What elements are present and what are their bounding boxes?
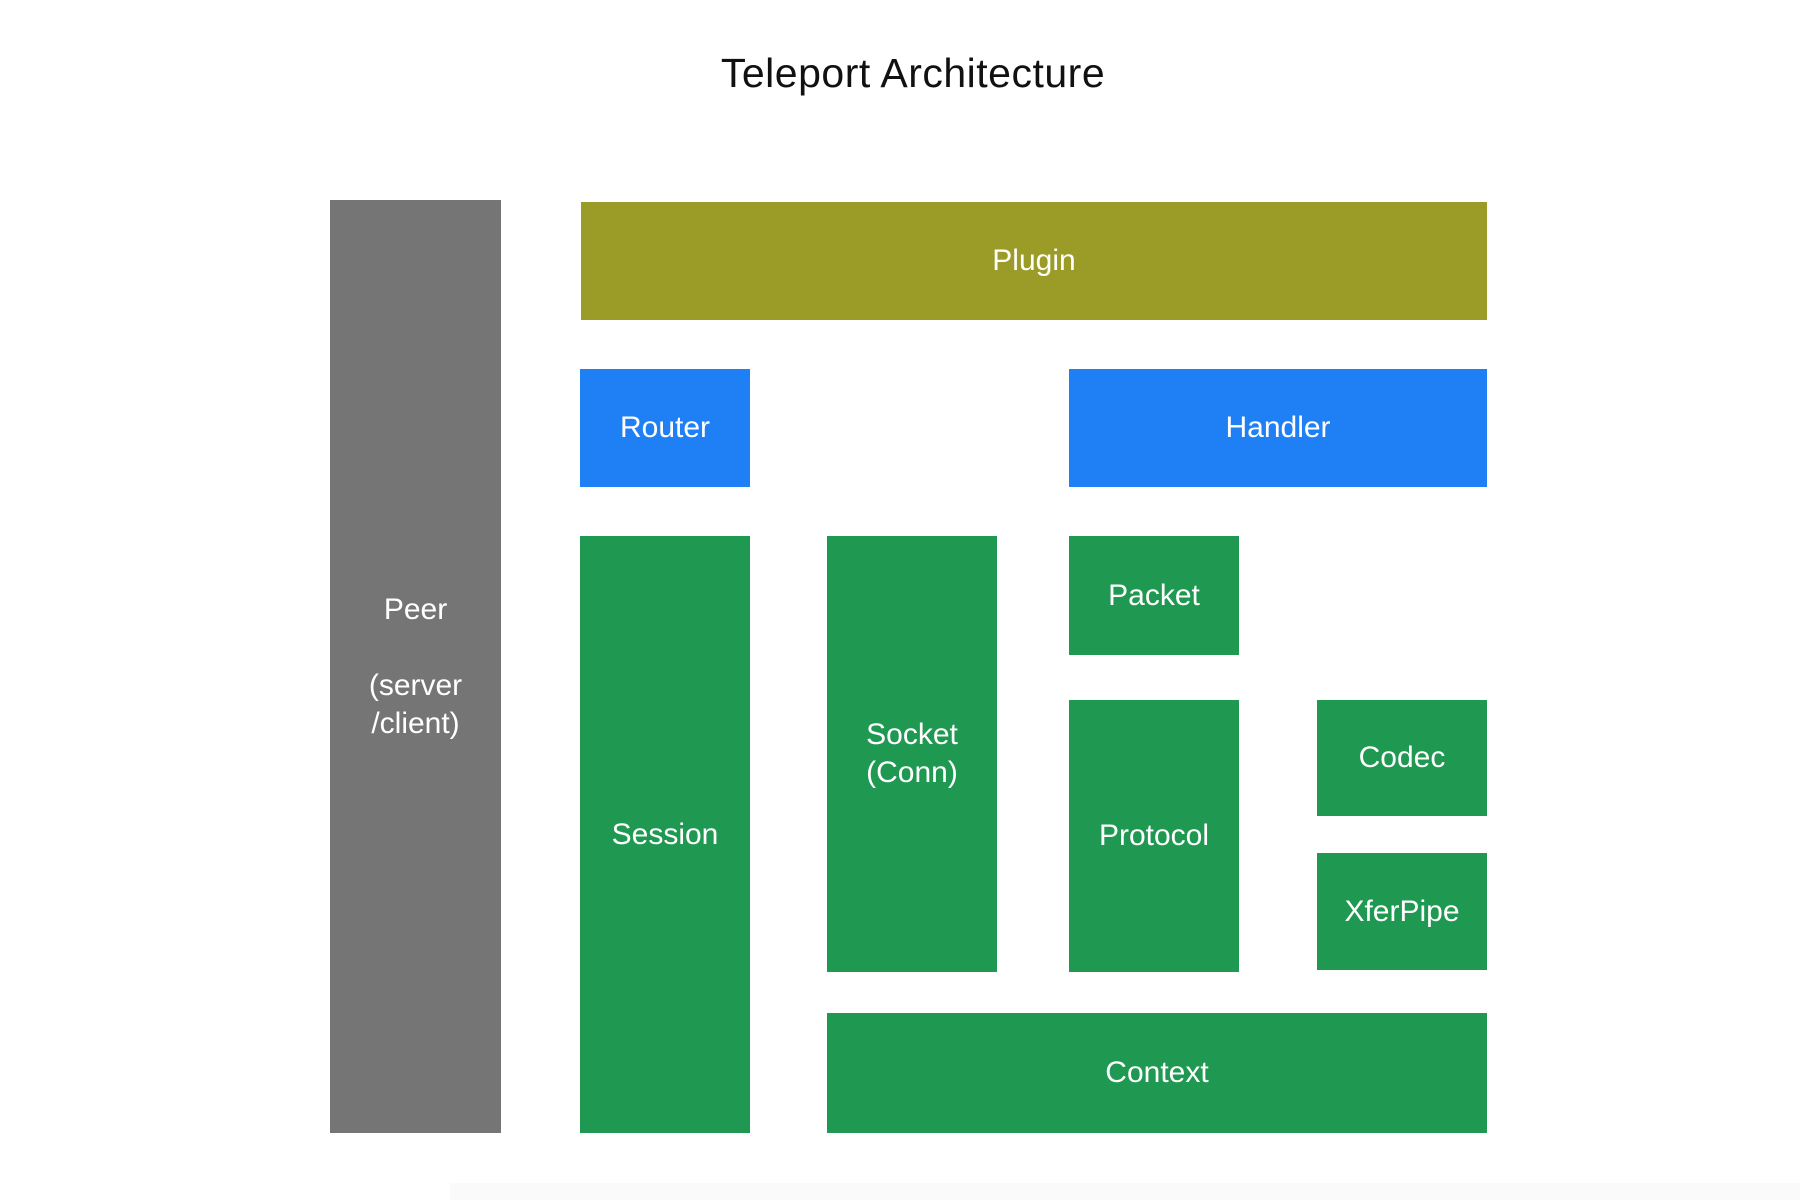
node-label: (Conn) xyxy=(866,756,958,789)
page-title: Teleport Architecture xyxy=(720,50,1106,96)
node-label: Handler xyxy=(1225,411,1331,444)
node-label: Packet xyxy=(1108,578,1200,612)
node-label: Context xyxy=(1105,1056,1209,1089)
node-handler: Handler xyxy=(1069,369,1487,487)
node-label: (server xyxy=(368,668,463,702)
node-label: /client) xyxy=(371,706,460,740)
node-codec: Codec xyxy=(1317,700,1487,816)
node-router: Router xyxy=(580,369,750,487)
node-label: Protocol xyxy=(1098,819,1210,852)
node-protocol: Protocol xyxy=(1069,700,1239,972)
node-label: Router xyxy=(619,411,711,444)
node-peer: Peer (server /client) xyxy=(330,200,501,1133)
node-xferpipe: XferPipe xyxy=(1317,853,1487,970)
node-label: XferPipe xyxy=(1344,894,1460,928)
node-session: Session xyxy=(580,536,750,1133)
node-label: Session xyxy=(611,817,719,851)
bottom-edge-band xyxy=(450,1183,1800,1200)
node-packet: Packet xyxy=(1069,536,1239,655)
node-context: Context xyxy=(827,1013,1487,1133)
node-socket: Socket (Conn) xyxy=(827,536,997,972)
node-label: Codec xyxy=(1358,741,1446,774)
node-label: Peer xyxy=(383,592,448,626)
node-label: Socket xyxy=(866,718,958,751)
node-plugin: Plugin xyxy=(581,202,1487,320)
node-label: Plugin xyxy=(992,244,1076,277)
